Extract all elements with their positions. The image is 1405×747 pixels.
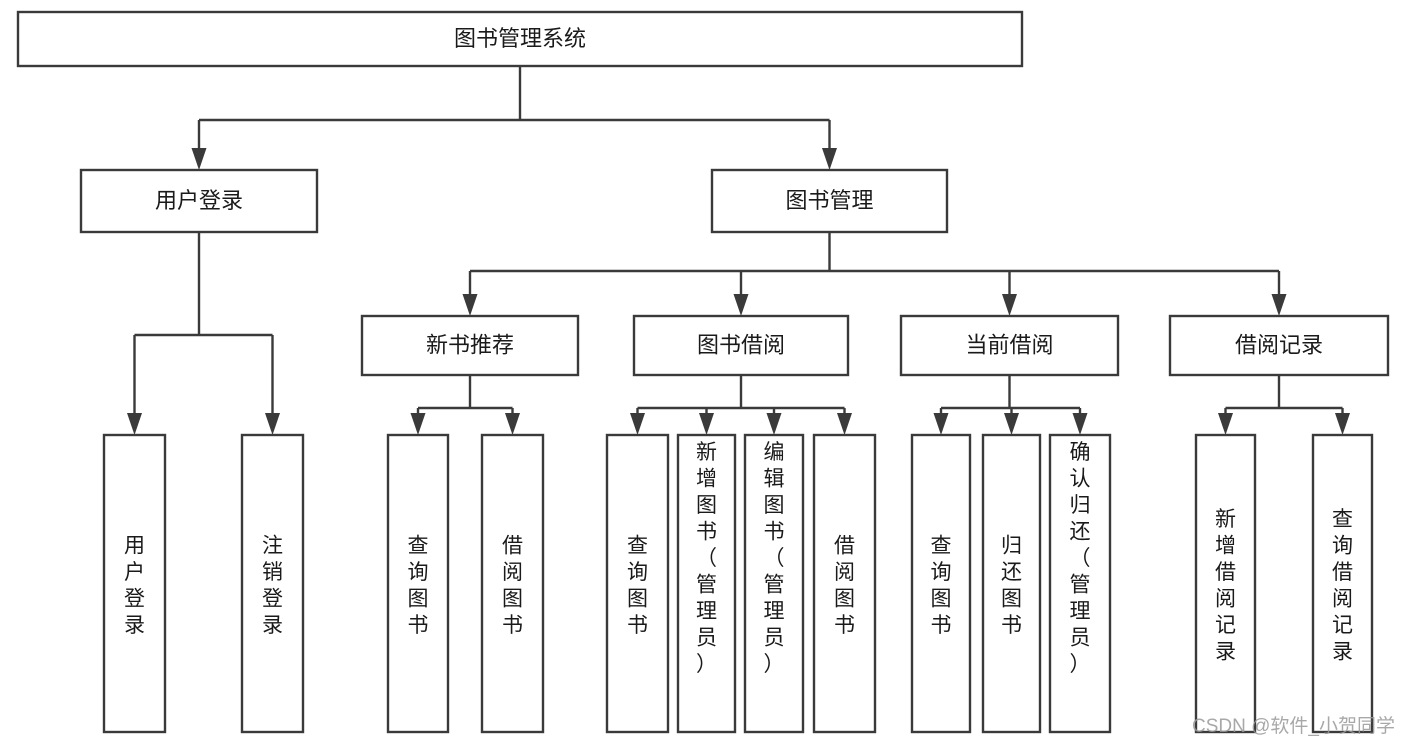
node-l4_b2[interactable]: 借阅图书 — [480, 433, 545, 734]
arrow-head-icon — [822, 148, 837, 170]
node-label: 借阅记录 — [1235, 332, 1323, 357]
node-box — [240, 433, 305, 734]
node-box — [480, 433, 545, 734]
node-l4_b1[interactable]: 查询图书 — [386, 433, 450, 734]
node-label: 查询图书 — [408, 535, 429, 638]
node-box — [812, 433, 877, 734]
arrow-head-icon — [1002, 294, 1017, 316]
node-box — [1048, 433, 1112, 734]
node-l4_e2[interactable]: 查询借阅记录 — [1311, 433, 1374, 734]
node-box — [102, 433, 167, 734]
node-l4_d2[interactable]: 归还图书 — [981, 433, 1042, 734]
node-l3_current[interactable]: 当前借阅 — [899, 314, 1120, 377]
node-box — [16, 10, 1024, 68]
node-label: 查询图书 — [627, 535, 648, 638]
node-l4_c2[interactable]: 新增图书（管理员） — [676, 433, 737, 734]
node-box — [899, 314, 1120, 377]
node-label: 查询借阅记录 — [1332, 508, 1353, 664]
node-label: 用户登录 — [155, 188, 243, 213]
csdn-watermark: CSDN @软件_小贺同学 — [1192, 715, 1395, 737]
arrow-head-icon — [1271, 294, 1287, 316]
node-box — [386, 433, 450, 734]
node-root[interactable]: 图书管理系统 — [16, 10, 1024, 68]
node-box — [981, 433, 1042, 734]
node-label: 归还图书 — [1001, 535, 1022, 638]
node-box — [1194, 433, 1257, 734]
arrow-head-icon — [1335, 413, 1350, 435]
arrow-head-icon — [699, 413, 714, 435]
node-label: 图书管理 — [785, 188, 873, 213]
node-l4_a2[interactable]: 注销登录 — [240, 433, 305, 734]
node-l3_borrow[interactable]: 图书借阅 — [632, 314, 850, 377]
node-label: 编辑图书（管理员） — [764, 441, 785, 676]
arrow-head-icon — [837, 413, 852, 435]
arrow-head-icon — [933, 413, 949, 435]
node-label: 用户登录 — [124, 535, 145, 638]
node-box — [1168, 314, 1390, 377]
node-l4_a1[interactable]: 用户登录 — [102, 433, 167, 734]
arrow-head-icon — [505, 413, 520, 435]
arrow-head-icon — [1218, 413, 1233, 435]
node-box — [360, 314, 580, 377]
node-l4_d1[interactable]: 查询图书 — [910, 433, 972, 734]
arrow-head-icon — [1072, 413, 1088, 435]
node-l4_c4[interactable]: 借阅图书 — [812, 433, 877, 734]
arrow-head-icon — [265, 413, 280, 435]
node-l4_e1[interactable]: 新增借阅记录 — [1194, 433, 1257, 734]
arrow-head-icon — [410, 413, 426, 435]
node-box — [743, 433, 805, 734]
node-label: 确认归还（管理员） — [1070, 441, 1091, 676]
node-l4_c3[interactable]: 编辑图书（管理员） — [743, 433, 805, 734]
node-box — [710, 168, 949, 234]
node-box — [676, 433, 737, 734]
node-box — [1311, 433, 1374, 734]
node-label: 当前借阅 — [965, 332, 1053, 357]
connectors-layer — [127, 66, 1350, 435]
node-l4_c1[interactable]: 查询图书 — [605, 433, 670, 734]
arrow-head-icon — [462, 294, 478, 316]
node-box — [79, 168, 319, 234]
node-label: 注销登录 — [262, 535, 283, 638]
nodes-layer: 图书管理系统用户登录图书管理新书推荐图书借阅当前借阅借阅记录用户登录注销登录查询… — [16, 10, 1390, 734]
node-label: 借阅图书 — [502, 535, 523, 638]
node-label: 借阅图书 — [834, 535, 855, 638]
node-label: 图书管理系统 — [454, 26, 586, 51]
arrow-head-icon — [766, 413, 782, 435]
arrow-head-icon — [127, 413, 142, 435]
arrow-head-icon — [1004, 413, 1019, 435]
node-box — [910, 433, 972, 734]
node-l2_user[interactable]: 用户登录 — [79, 168, 319, 234]
node-l2_book[interactable]: 图书管理 — [710, 168, 949, 234]
node-box — [605, 433, 670, 734]
arrow-head-icon — [733, 294, 749, 316]
arrow-head-icon — [630, 413, 645, 435]
node-l3_newbook[interactable]: 新书推荐 — [360, 314, 580, 377]
arrow-head-icon — [191, 148, 207, 170]
node-label: 新书推荐 — [426, 332, 514, 357]
node-label: 新增图书（管理员） — [696, 441, 717, 676]
node-label: 查询图书 — [931, 535, 952, 638]
node-l4_d3[interactable]: 确认归还（管理员） — [1048, 433, 1112, 734]
node-l3_record[interactable]: 借阅记录 — [1168, 314, 1390, 377]
node-label: 图书借阅 — [697, 332, 785, 357]
node-label: 新增借阅记录 — [1215, 508, 1236, 664]
node-box — [632, 314, 850, 377]
